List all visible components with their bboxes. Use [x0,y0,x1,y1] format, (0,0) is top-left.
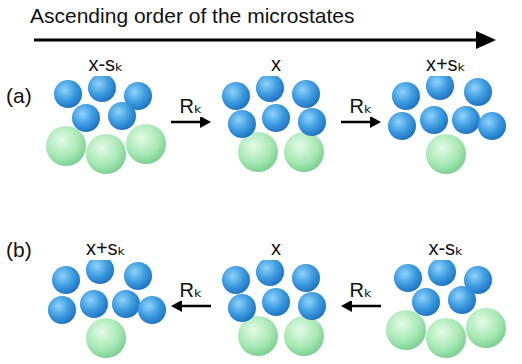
microstate-label: x [214,236,338,260]
green-molecule [284,132,324,172]
order-arrow [34,39,478,42]
green-molecule [426,134,466,174]
molecule-cluster [214,76,338,176]
blue-molecule [478,112,506,140]
blue-molecule [426,76,454,100]
blue-molecule [222,82,250,110]
blue-molecule [222,266,250,294]
blue-molecule [448,286,476,314]
arrow-shaft [171,121,200,124]
blue-molecule [48,296,76,324]
green-molecule [426,318,466,358]
reaction-arrow [171,300,211,312]
green-molecule [284,316,324,356]
blue-molecule [88,76,116,102]
blue-molecule [80,290,108,318]
blue-molecule [72,104,100,132]
arrow-head [171,300,182,312]
blue-molecule [86,260,114,284]
green-molecule [386,310,426,350]
green-molecule [86,318,126,358]
molecule-cluster [44,260,168,360]
reaction-arrow [341,300,381,312]
arrow-head [200,116,211,128]
microstate-node: x [214,236,338,360]
blue-molecule [392,82,420,110]
blue-molecule [394,264,422,292]
blue-molecule [292,80,320,108]
microstate-label: x [214,52,338,76]
order-arrow-head [476,31,496,49]
molecule-cluster [384,76,508,176]
blue-molecule [262,104,290,132]
blue-molecule [412,288,440,316]
green-molecule [238,132,278,172]
blue-molecule [298,292,326,320]
axis-title: Ascending order of the microstates [30,4,355,28]
blue-molecule [464,78,492,106]
arrow-head [341,300,352,312]
blue-molecule [138,296,166,324]
blue-molecule [52,266,80,294]
microstate-label: x+sₖ [384,52,508,76]
arrow-shaft [341,121,370,124]
blue-molecule [452,106,480,134]
blue-molecule [228,110,256,138]
blue-molecule [262,288,290,316]
arrow-head [370,116,381,128]
microstate-label: x-sₖ [384,236,508,260]
microstate-node: x [214,52,338,176]
blue-molecule [388,112,416,140]
molecule-cluster [214,260,338,360]
rate-label: Rₖ [178,279,205,301]
blue-molecule [112,290,140,318]
green-molecule [238,316,278,356]
blue-molecule [54,80,82,108]
blue-molecule [256,260,284,286]
panel-label: (b) [6,238,32,262]
blue-molecule [108,102,136,130]
microstate-node: x-sₖ [44,52,168,176]
blue-molecule [298,108,326,136]
microstate-label: x+sₖ [44,236,168,260]
molecule-cluster [384,260,508,360]
microstate-node: x+sₖ [384,52,508,176]
microstate-label: x-sₖ [44,52,168,76]
arrow-shaft [182,305,211,308]
rate-label: Rₖ [348,95,375,117]
microstate-node: x-sₖ [384,236,508,360]
rate-label: Rₖ [348,279,375,301]
reaction-arrow [171,116,211,128]
blue-molecule [256,76,284,102]
green-molecule [466,308,506,348]
green-molecule [126,124,166,164]
blue-molecule [420,106,448,134]
blue-molecule [428,260,456,286]
green-molecule [46,126,86,166]
rate-label: Rₖ [178,95,205,117]
green-molecule [86,134,126,174]
reaction-arrow [341,116,381,128]
blue-molecule [228,294,256,322]
panel-label: (a) [6,84,32,108]
molecule-cluster [44,76,168,176]
microstate-node: x+sₖ [44,236,168,360]
arrow-shaft [352,305,381,308]
blue-molecule [124,262,152,290]
blue-molecule [292,264,320,292]
